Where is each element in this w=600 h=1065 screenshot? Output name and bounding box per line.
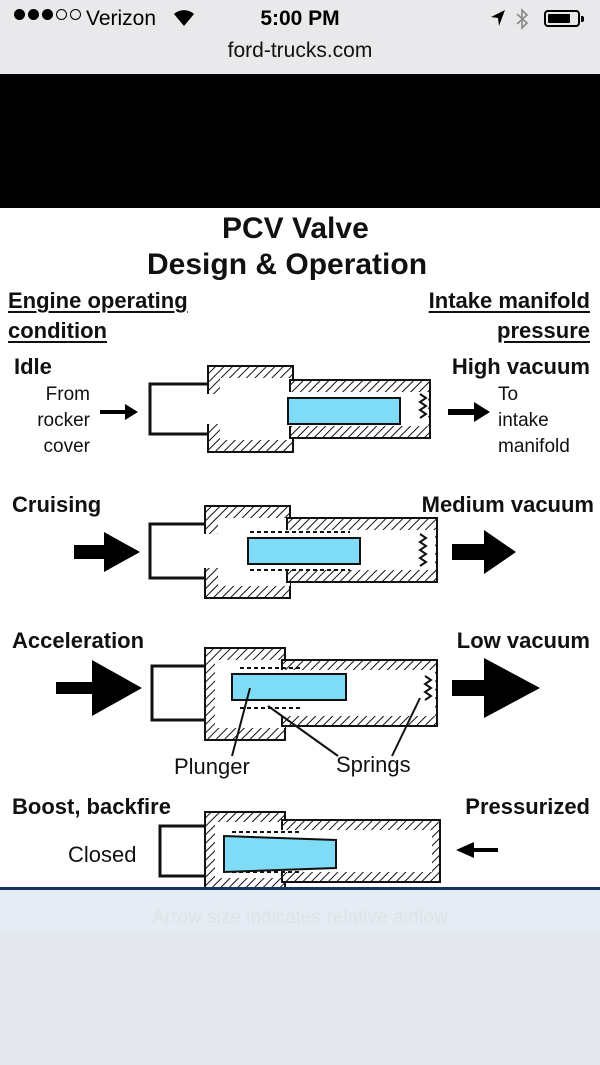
pressure-pressurized: Pressurized <box>465 794 590 819</box>
plunger-label: Plunger <box>174 754 250 779</box>
from-label-2: rocker <box>37 410 90 431</box>
pcv-diagram-image: PCV Valve Design & Operation Engine oper… <box>0 208 600 888</box>
arrow-in-pressurized <box>456 842 498 858</box>
springs-label: Springs <box>336 752 411 777</box>
from-label-3: cover <box>43 436 90 457</box>
arrow-out-idle <box>448 402 490 422</box>
condition-cruising: Cruising <box>12 492 102 517</box>
to-label-3: manifold <box>498 436 570 457</box>
carrier-name: Verizon <box>86 7 157 30</box>
page-background <box>0 933 600 1065</box>
arrow-out-cruising <box>452 530 516 574</box>
left-column-header-2: condition <box>8 318 107 343</box>
location-arrow-icon <box>491 10 505 26</box>
from-label-1: From <box>45 384 90 405</box>
wifi-icon <box>174 10 194 26</box>
valve-boost <box>158 811 441 888</box>
bottom-toolbar: Arrow size indicates relative airflow <box>0 887 600 936</box>
diagram-title: PCV Valve <box>222 212 369 245</box>
plunger-idle <box>287 397 401 425</box>
black-banner <box>0 74 600 208</box>
pcv-valve-drawings <box>56 365 540 888</box>
address-bar-url[interactable]: ford-trucks.com <box>227 39 373 62</box>
arrow-in-idle <box>100 404 138 420</box>
bluetooth-icon <box>516 8 529 30</box>
status-bar: Verizon 5:00 PM ford-trucks.com <box>0 0 600 74</box>
to-label-1: To <box>498 384 519 405</box>
condition-idle: Idle <box>14 354 52 379</box>
diagram-caption: Arrow size indicates relative airflow <box>152 907 448 928</box>
pressure-high-vacuum: High vacuum <box>451 354 590 379</box>
right-column-header-2: pressure <box>497 318 590 343</box>
arrow-in-acceleration <box>56 660 142 716</box>
valve-cruising <box>148 505 438 599</box>
pressure-medium-vacuum: Medium vacuum <box>421 492 594 517</box>
plunger-pointer <box>231 687 251 757</box>
valve-acceleration <box>150 647 438 757</box>
diagram-subtitle: Design & Operation <box>147 248 428 281</box>
condition-acceleration: Acceleration <box>12 628 145 653</box>
status-time: 5:00 PM <box>260 7 340 30</box>
right-column-header: Intake manifold <box>428 288 590 313</box>
arrow-in-cruising <box>74 532 140 572</box>
springs-pointer-2 <box>391 697 421 757</box>
closed-label: Closed <box>68 842 137 867</box>
plunger-acceleration <box>231 673 347 701</box>
signal-strength-icon <box>14 9 84 20</box>
to-label-2: intake <box>498 410 549 431</box>
plunger-cruising <box>247 537 361 565</box>
condition-boost-backfire: Boost, backfire <box>12 794 171 819</box>
battery-icon <box>544 10 580 27</box>
arrow-out-acceleration <box>452 658 540 718</box>
plunger-closed <box>223 834 337 874</box>
valve-idle <box>148 365 431 453</box>
airflow-arrows <box>56 402 540 858</box>
left-column-header: Engine operating <box>8 288 188 313</box>
pressure-low-vacuum: Low vacuum <box>456 628 590 653</box>
springs-pointer-1 <box>267 705 339 757</box>
